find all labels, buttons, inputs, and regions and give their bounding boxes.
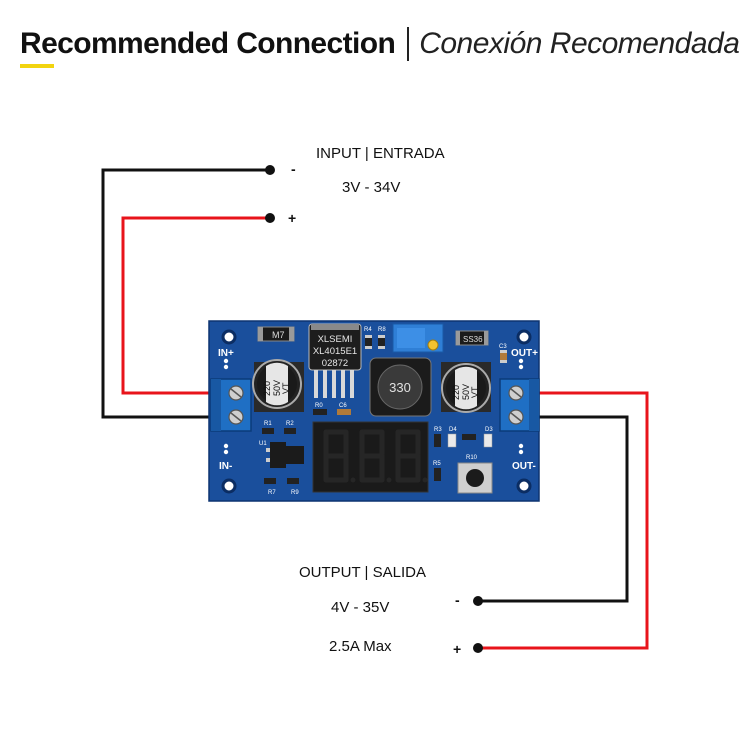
regulator-u1: U1 [259, 441, 304, 468]
svg-text:330: 330 [389, 380, 411, 395]
output-negative-sign: - [455, 592, 460, 608]
title-accent-underline [20, 64, 54, 68]
input-negative-wire [101, 168, 270, 419]
buck-converter-board: IN+ IN- OUT+ OUT- [208, 320, 540, 502]
svg-text:R8: R8 [378, 327, 386, 333]
input-voltage: 3V - 34V [342, 179, 401, 196]
resistor-r2: R2 [284, 421, 296, 434]
output-capacitor: 220 50V VT [441, 362, 491, 413]
capacitor-c6: C6 [337, 403, 351, 415]
svg-text:R4: R4 [364, 327, 372, 333]
mounting-hole-bottom-right [516, 478, 532, 494]
display-decimal-point [422, 477, 428, 483]
diode-ss36: SS36 [455, 330, 489, 346]
silk-dot [223, 358, 229, 364]
display-decimal-point [350, 477, 356, 483]
svg-text:D4: D4 [449, 427, 457, 433]
mounting-hole-bottom-left [221, 478, 237, 494]
diode-m7: M7 [257, 326, 295, 342]
resistor-r3: R3 [434, 427, 442, 447]
input-screw-terminal [210, 378, 252, 432]
resistor-r10: R10 [462, 434, 478, 461]
output-positive-terminal-dot [473, 643, 483, 653]
svg-text:R9: R9 [291, 490, 299, 496]
inductor: 330 [369, 357, 432, 417]
mounting-hole-top-left [221, 329, 237, 345]
silk-dot [518, 364, 524, 370]
silk-out-positive: OUT+ [511, 348, 538, 359]
resistor-r4: R4 [364, 327, 372, 349]
resistor-r6: R6 [380, 327, 388, 333]
output-screw-terminal [499, 378, 540, 432]
svg-text:U1: U1 [259, 441, 267, 447]
silk-dot [223, 449, 229, 455]
silk-in-negative: IN- [219, 461, 232, 472]
silk-dot [518, 443, 524, 449]
wires [101, 168, 649, 650]
input-negative-terminal-dot [265, 165, 275, 175]
svg-text:R7: R7 [268, 490, 276, 496]
silk-out-negative: OUT- [512, 461, 536, 472]
svg-text:XL4015E1: XL4015E1 [313, 346, 357, 357]
resistor-r9: R9 [287, 478, 299, 496]
resistor-r7: R7 [264, 478, 276, 496]
silk-in-positive: IN+ [218, 348, 234, 359]
seven-segment-display [312, 421, 429, 493]
silk-dot [223, 364, 229, 370]
output-negative-wire [478, 415, 629, 603]
input-positive-sign: + [288, 210, 297, 226]
svg-text:C3: C3 [499, 344, 507, 350]
resistor-r5: R5 [433, 461, 441, 481]
input-label: INPUT | ENTRADA [316, 145, 445, 162]
svg-text:R3: R3 [434, 427, 442, 433]
resistor-r0: R0 [313, 403, 327, 415]
svg-text:M7: M7 [272, 330, 285, 340]
svg-text:02872: 02872 [322, 358, 348, 369]
svg-text:220: 220 [451, 385, 461, 400]
output-positive-sign: + [453, 641, 462, 657]
display-decimal-point [386, 477, 392, 483]
output-voltage: 4V - 35V [331, 599, 390, 616]
page-title: Recommended Connection Conexión Recomend… [20, 22, 740, 66]
silk-dot [518, 358, 524, 364]
silk-dot [518, 449, 524, 455]
svg-text:R1: R1 [264, 421, 272, 427]
input-positive-wire [121, 216, 270, 395]
svg-text:VT: VT [281, 382, 291, 394]
mounting-hole-top-right [516, 329, 532, 345]
svg-text:R10: R10 [466, 455, 478, 461]
svg-text:R2: R2 [286, 421, 294, 427]
output-current: 2.5A Max [329, 638, 392, 655]
input-capacitor: 220 50V VT [252, 359, 304, 412]
title-separator [407, 27, 410, 61]
led-d3: D3 [483, 427, 493, 448]
svg-text:50V: 50V [272, 380, 282, 396]
svg-text:R0: R0 [315, 403, 323, 409]
input-positive-terminal-dot [265, 213, 275, 223]
input-negative-sign: - [291, 161, 296, 177]
svg-text:C6: C6 [339, 403, 347, 409]
svg-text:50V: 50V [461, 384, 471, 400]
silk-dot [223, 443, 229, 449]
svg-text:XLSEMI: XLSEMI [318, 334, 353, 345]
xl4015-ic: XLSEMI XL4015E1 02872 [308, 323, 362, 398]
output-positive-wire [478, 391, 649, 650]
title-spanish: Conexión Recomendada [419, 27, 740, 60]
potentiometer [392, 323, 444, 353]
resistor-r8: R8 [378, 327, 386, 349]
push-button [457, 462, 493, 494]
title-english: Recommended Connection [20, 27, 396, 60]
output-label: OUTPUT | SALIDA [299, 564, 426, 581]
resistor-r1: R1 [262, 421, 274, 434]
svg-text:SS36: SS36 [463, 335, 483, 344]
svg-text:220: 220 [262, 381, 272, 396]
capacitor-c3: C3 [499, 344, 507, 363]
led-d4: D4 [447, 427, 457, 448]
svg-text:R5: R5 [433, 461, 441, 467]
output-negative-terminal-dot [473, 596, 483, 606]
svg-text:D3: D3 [485, 427, 493, 433]
svg-text:VT: VT [470, 386, 480, 398]
